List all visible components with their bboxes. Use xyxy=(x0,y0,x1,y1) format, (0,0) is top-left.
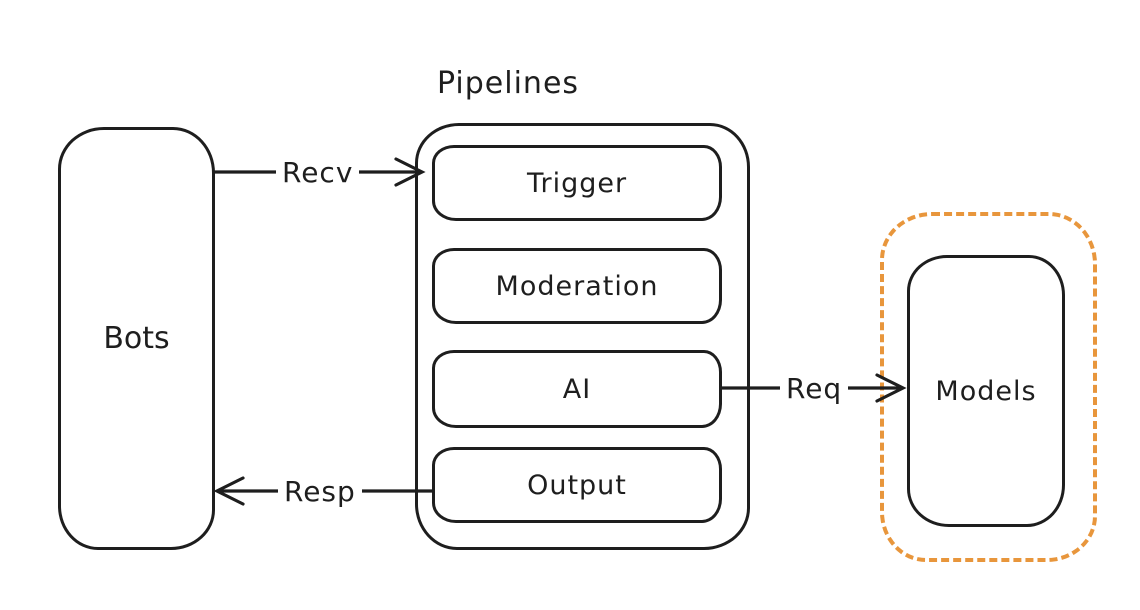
node-output-label: Output xyxy=(527,469,627,501)
edge-req-label: Req xyxy=(780,370,849,406)
node-bots-label: Bots xyxy=(103,321,170,356)
node-models-label: Models xyxy=(935,375,1037,407)
node-output: Output xyxy=(432,447,722,523)
edge-recv-label: Recv xyxy=(276,154,360,190)
node-trigger-label: Trigger xyxy=(526,167,628,199)
node-moderation: Moderation xyxy=(432,248,722,324)
node-ai: AI xyxy=(432,350,722,428)
group-pipelines: Trigger Moderation AI Output xyxy=(415,123,750,550)
edge-resp-label: Resp xyxy=(278,473,362,509)
node-moderation-label: Moderation xyxy=(495,270,659,302)
node-trigger: Trigger xyxy=(432,145,722,221)
pipelines-group-title: Pipelines xyxy=(437,66,580,101)
node-ai-label: AI xyxy=(562,373,592,405)
node-bots: Bots xyxy=(58,127,215,550)
node-models: Models xyxy=(907,255,1065,527)
